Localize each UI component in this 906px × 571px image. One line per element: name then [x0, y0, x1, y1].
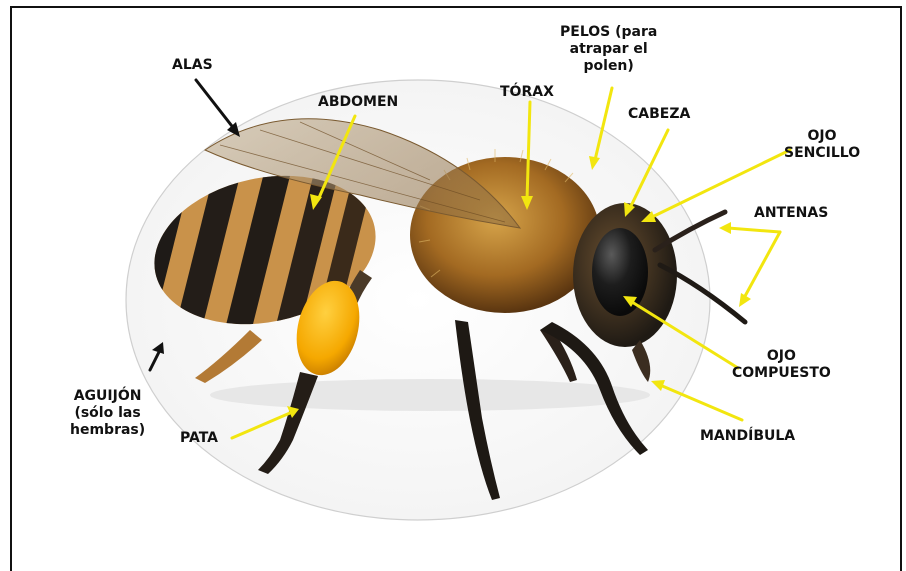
label-ojo-compuesto: OJO COMPUESTO — [732, 348, 831, 382]
compound-eye — [592, 228, 648, 316]
label-pelos: PELOS (para atrapar el polen) — [560, 24, 657, 75]
label-abdomen: ABDOMEN — [318, 94, 398, 111]
label-pata: PATA — [180, 430, 218, 447]
label-ojo-sencillo: OJO SENCILLO — [784, 128, 860, 162]
label-aguijon: AGUIJÓN (sólo las hembras) — [70, 388, 145, 439]
arrow-antenas-1 — [728, 228, 780, 232]
label-antenas: ANTENAS — [754, 205, 828, 222]
arrow-alas — [196, 80, 235, 130]
arrow-antenas-2 — [744, 232, 780, 298]
label-torax: TÓRAX — [500, 84, 554, 101]
ground-shadow — [210, 379, 650, 411]
label-cabeza: CABEZA — [628, 106, 690, 123]
label-alas: ALAS — [172, 57, 213, 74]
label-mandibula: MANDÍBULA — [700, 428, 795, 445]
arrow-antenas-head-1 — [719, 222, 731, 234]
